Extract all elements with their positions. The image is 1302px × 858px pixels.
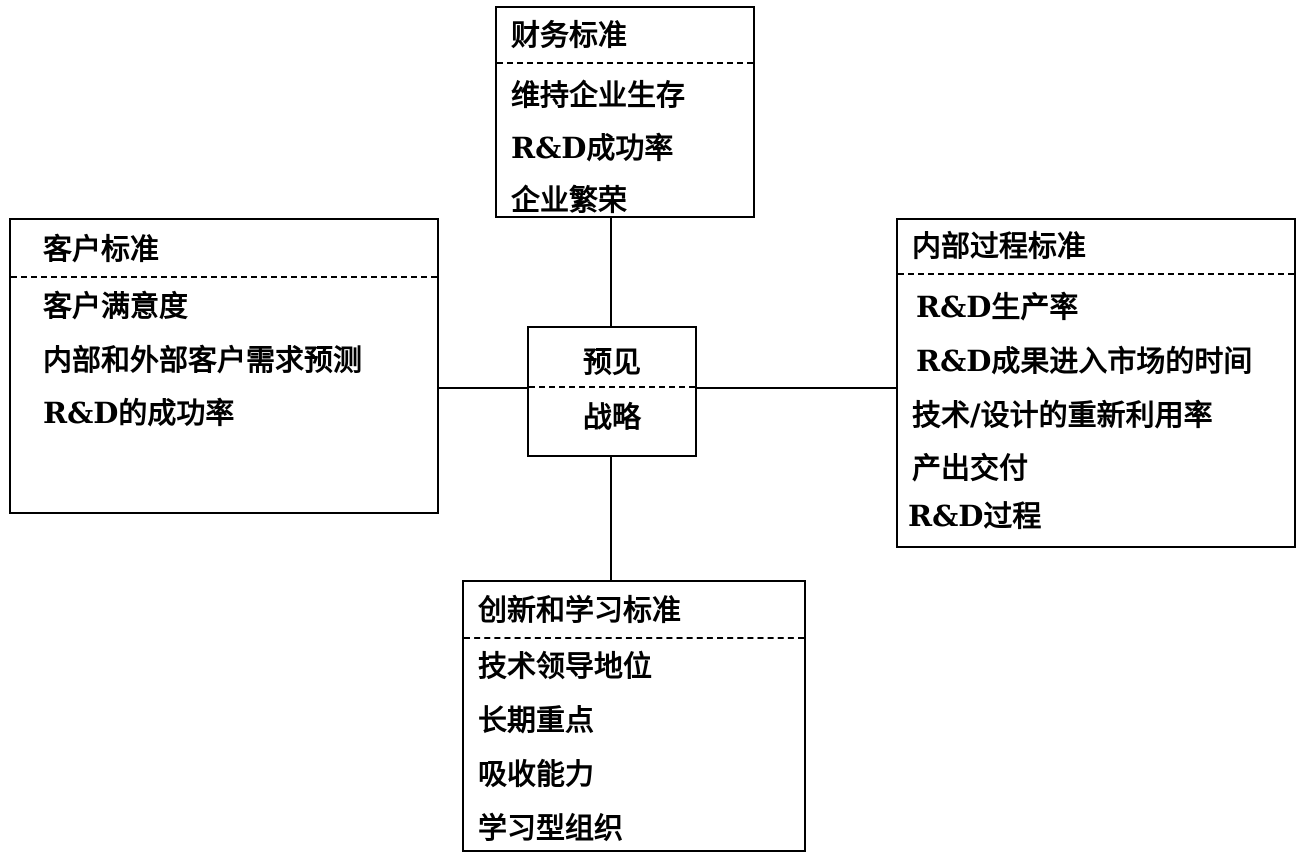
customer-criteria-item: 客户满意度 xyxy=(43,289,189,323)
customer-criteria-box: 客户标准 客户满意度 内部和外部客户需求预测 R&D的成功率 xyxy=(9,218,439,514)
innovation-learning-criteria-item: 长期重点 xyxy=(478,703,595,737)
internal-process-criteria-item: R&D成果进入市场的时间 xyxy=(916,344,1253,378)
customer-criteria-divider xyxy=(11,276,437,278)
center-vision-strategy-box: 预见 战略 xyxy=(527,326,697,457)
internal-process-criteria-title: 内部过程标准 xyxy=(912,229,1087,263)
internal-process-criteria-item: R&D生产率 xyxy=(916,290,1079,324)
connector-left xyxy=(439,387,527,389)
finance-criteria-item: 维持企业生存 xyxy=(511,78,686,112)
innovation-learning-criteria-box: 创新和学习标准 技术领导地位 长期重点 吸收能力 学习型组织 xyxy=(462,580,806,852)
finance-criteria-item: R&D成功率 xyxy=(511,131,674,165)
connector-bottom xyxy=(610,457,612,580)
finance-criteria-title: 财务标准 xyxy=(511,18,628,52)
internal-process-criteria-divider xyxy=(898,273,1294,275)
internal-process-criteria-box: 内部过程标准 R&D生产率 R&D成果进入市场的时间 技术/设计的重新利用率 产… xyxy=(896,218,1296,548)
finance-criteria-divider xyxy=(497,62,753,64)
center-divider xyxy=(529,386,695,388)
innovation-learning-criteria-item: 技术领导地位 xyxy=(478,649,653,683)
innovation-learning-criteria-divider xyxy=(464,637,804,639)
customer-criteria-title: 客户标准 xyxy=(43,232,160,266)
center-strategy-label: 战略 xyxy=(582,400,641,434)
innovation-learning-criteria-item: 学习型组织 xyxy=(478,811,624,845)
innovation-learning-criteria-item: 吸收能力 xyxy=(478,757,595,791)
connector-right xyxy=(697,387,896,389)
connector-top xyxy=(610,218,612,326)
internal-process-criteria-item: 产出交付 xyxy=(912,451,1029,485)
internal-process-criteria-item: 技术/设计的重新利用率 xyxy=(912,398,1213,432)
center-vision-label: 预见 xyxy=(582,345,641,379)
internal-process-criteria-item: R&D过程 xyxy=(908,499,1042,533)
innovation-learning-criteria-title: 创新和学习标准 xyxy=(478,593,682,627)
customer-criteria-item: 内部和外部客户需求预测 xyxy=(43,343,363,377)
finance-criteria-box: 财务标准 维持企业生存 R&D成功率 企业繁荣 xyxy=(495,6,755,218)
customer-criteria-item: R&D的成功率 xyxy=(43,396,235,430)
finance-criteria-item: 企业繁荣 xyxy=(511,183,628,217)
